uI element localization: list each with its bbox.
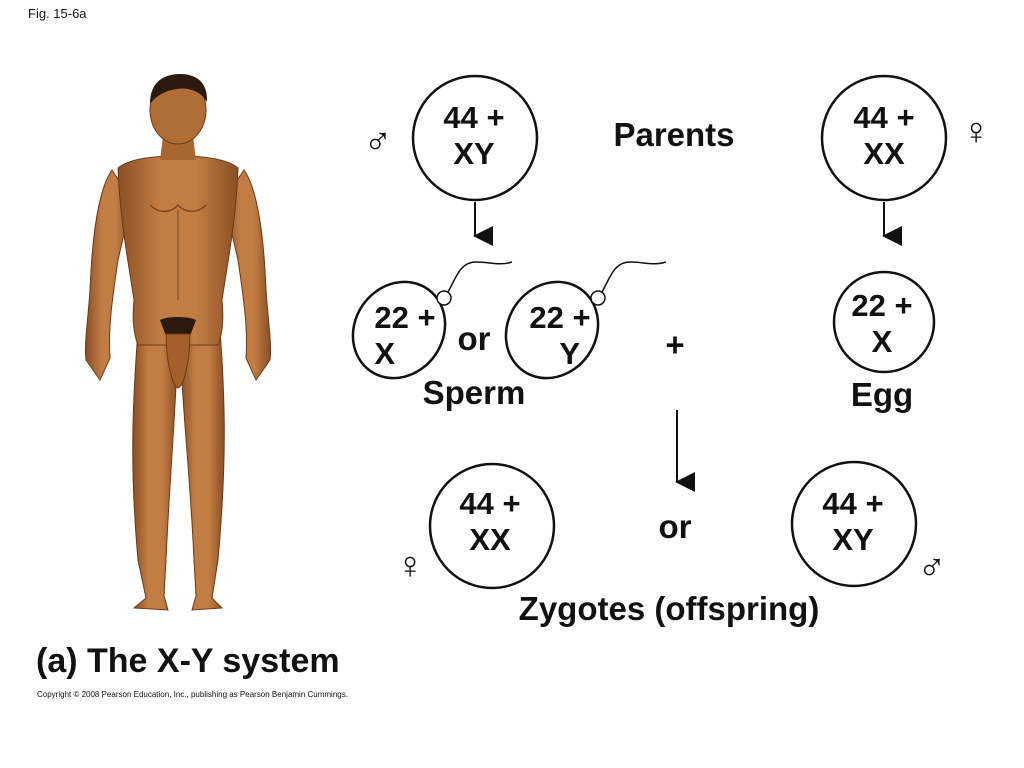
zygote-male-text: 44 + XY bbox=[822, 486, 884, 557]
plus-label: + bbox=[665, 326, 685, 363]
male-symbol-icon-zygote: ♂ bbox=[917, 547, 947, 589]
sperm-label: Sperm bbox=[422, 374, 526, 411]
copyright-notice: Copyright © 2008 Pearson Education, Inc.… bbox=[37, 690, 348, 699]
egg-cell-circle bbox=[832, 270, 936, 374]
sperm-x-cell bbox=[351, 280, 447, 380]
arrows bbox=[473, 202, 902, 492]
figure-caption: (a) The X-Y system bbox=[36, 642, 340, 680]
egg-label: Egg bbox=[850, 376, 914, 413]
or-sperm-label: or bbox=[457, 320, 491, 357]
female-symbol-icon-zygote: ♀ bbox=[395, 545, 425, 587]
zygote-male-circle bbox=[790, 460, 918, 588]
parents-label: Parents bbox=[613, 116, 735, 153]
female-symbol-icon: ♀ bbox=[961, 111, 991, 153]
cell-circles bbox=[351, 74, 948, 590]
mother-cell-text: 44 + XX bbox=[853, 100, 915, 171]
sperm-y-text: 22 + Y bbox=[529, 300, 591, 371]
sperm-x-text: 22 + X bbox=[374, 300, 436, 371]
human-figure-illustration bbox=[84, 74, 272, 611]
sperm-y-cell bbox=[504, 280, 600, 380]
zygote-female-text: 44 + XX bbox=[459, 486, 521, 557]
mother-cell-circle bbox=[820, 74, 948, 202]
father-cell-circle bbox=[411, 74, 539, 202]
zygote-female-circle bbox=[428, 462, 556, 590]
sperm-tails bbox=[436, 261, 667, 306]
zygotes-label: Zygotes (offspring) bbox=[518, 590, 820, 627]
male-symbol-icon: ♂ bbox=[363, 121, 393, 163]
figure-label: Fig. 15-6a bbox=[28, 6, 87, 21]
father-cell-text: 44 + XY bbox=[443, 100, 505, 171]
or-zygote-label: or bbox=[658, 508, 692, 545]
egg-cell-text: 22 + X bbox=[851, 288, 913, 359]
